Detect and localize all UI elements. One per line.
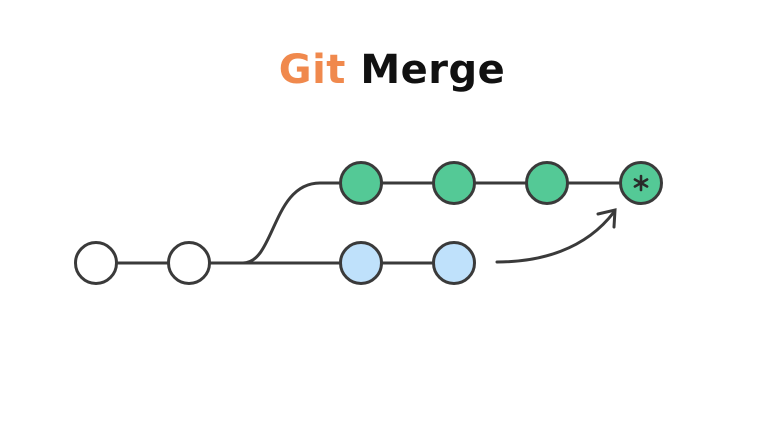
main-commit-1 xyxy=(339,241,383,285)
feature-commit-2 xyxy=(432,161,476,205)
base-commit-2 xyxy=(167,241,211,285)
page-title: Git Merge xyxy=(0,42,784,98)
base-commit-1 xyxy=(74,241,118,285)
feature-commit-3 xyxy=(525,161,569,205)
fork-curve xyxy=(241,181,342,265)
curved-arrow-icon xyxy=(596,208,617,229)
title-accent-word: Git xyxy=(278,47,346,93)
main-commit-2 xyxy=(432,241,476,285)
merge-arrow xyxy=(495,210,616,264)
feature-commit-1 xyxy=(339,161,383,205)
asterisk-icon xyxy=(633,174,649,192)
title-main-word: Merge xyxy=(360,47,506,93)
